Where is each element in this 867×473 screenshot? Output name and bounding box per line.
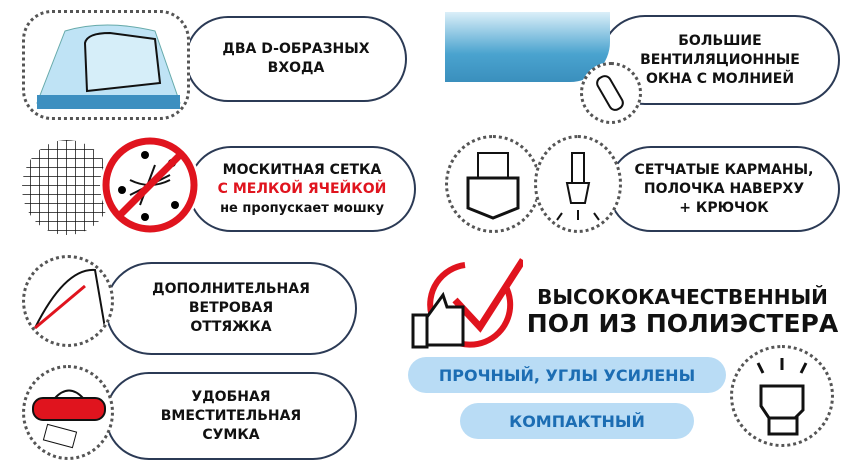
feature-text: ВХОДА (267, 60, 325, 76)
badge-durable: ПРОЧНЫЙ, УГЛЫ УСИЛЕНЫ (408, 357, 726, 393)
feature-text-highlight: С МЕЛКОЙ ЯЧЕЙКОЙ (217, 180, 387, 197)
pocket-icon (445, 135, 541, 233)
feature-text: ВЕТРОВАЯ (188, 300, 274, 316)
feature-wind-guy: ДОПОЛНИТЕЛЬНАЯ ВЕТРОВАЯ ОТТЯЖКА (105, 262, 357, 355)
no-mosquito-icon (100, 135, 200, 235)
feature-d-doors: ДВА D-ОБРАЗНЫХ ВХОДА (185, 16, 407, 102)
mesh-icon (22, 140, 112, 235)
feature-text: ВМЕСТИТЕЛЬНАЯ (160, 407, 302, 424)
floor-title-line1: ВЫСОКОКАЧЕСТВЕННЫЙ (537, 285, 828, 309)
vent-window-image (445, 12, 610, 82)
floor-title-line2: ПОЛ ИЗ ПОЛИЭСТЕРА (526, 309, 839, 338)
flashlight-icon (534, 135, 622, 233)
feature-text: ОКНА С МОЛНИЕЙ (645, 70, 795, 87)
feature-text: БОЛЬШИЕ (678, 32, 762, 49)
guy-line-icon (22, 255, 114, 347)
zipper-icon (580, 62, 642, 124)
feature-text: МОСКИТНАЯ СЕТКА (222, 161, 382, 178)
feature-text: ДОПОЛНИТЕЛЬНАЯ (152, 281, 310, 297)
tent-door-image (22, 10, 190, 120)
bag-icon (22, 365, 114, 460)
feature-text: СЕТЧАТЫЕ КАРМАНЫ, (634, 161, 814, 178)
feature-text: ПОЛОЧКА НАВЕРХУ (643, 180, 805, 197)
quality-check-icon (405, 255, 526, 350)
feature-text: + КРЮЧОК (679, 199, 769, 216)
badge-compact: КОМПАКТНЫЙ (460, 403, 694, 439)
feature-bag: УДОБНАЯ ВМЕСТИТЕЛЬНАЯ СУМКА (105, 372, 357, 460)
feature-text: не пропускает мошку (220, 200, 384, 216)
feature-text: УДОБНАЯ (191, 388, 271, 405)
feature-text: ДВА D-ОБРАЗНЫХ (222, 41, 370, 57)
feature-pockets: СЕТЧАТЫЕ КАРМАНЫ, ПОЛОЧКА НАВЕРХУ + КРЮЧ… (608, 146, 840, 232)
feature-mosquito-net: МОСКИТНАЯ СЕТКА С МЕЛКОЙ ЯЧЕЙКОЙ не проп… (188, 146, 416, 232)
fist-icon (730, 345, 834, 447)
feature-text: ВЕНТИЛЯЦИОННЫЕ (640, 51, 800, 68)
feature-text: ОТТЯЖКА (190, 319, 272, 335)
feature-text: СУМКА (202, 426, 260, 443)
